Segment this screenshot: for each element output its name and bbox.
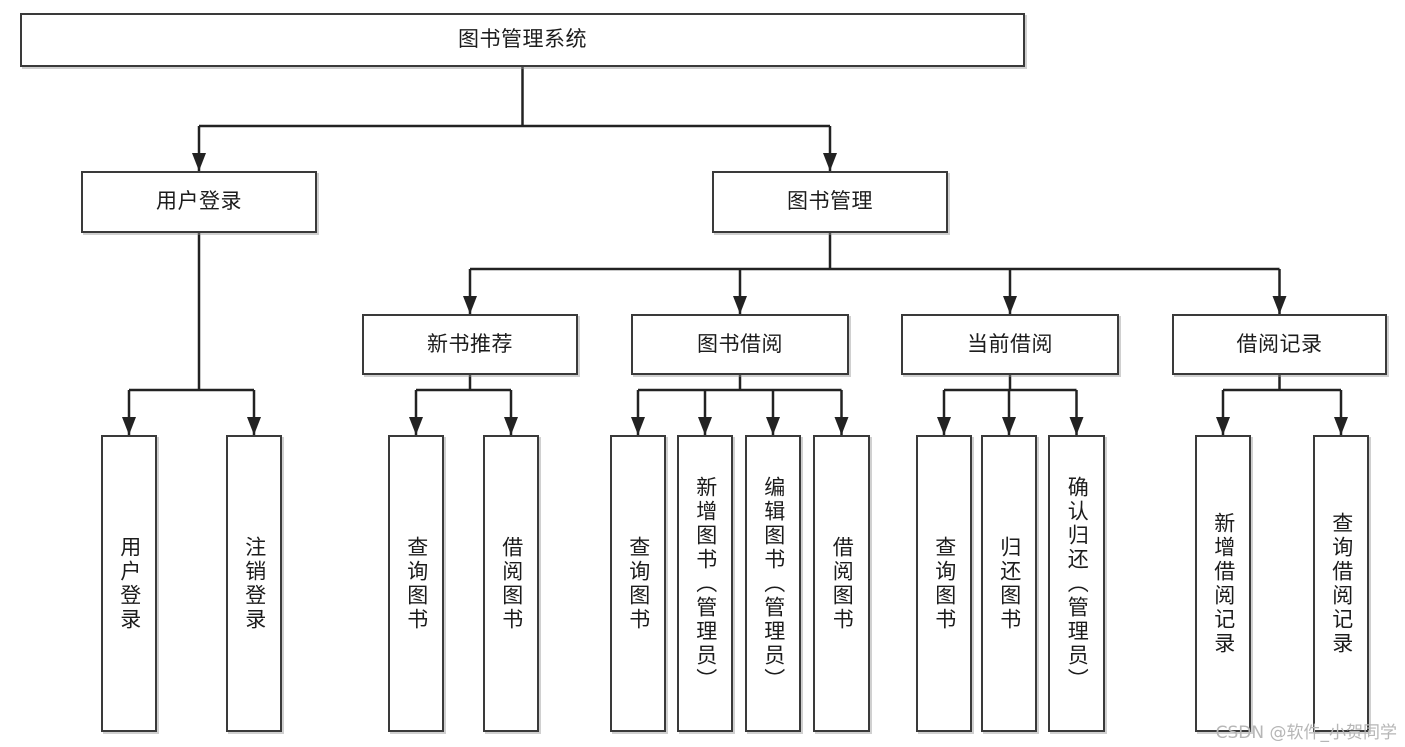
node-l-addbook[interactable]: 新增图书（管理员） <box>677 435 733 732</box>
node-label: 图书管理系统 <box>458 27 587 52</box>
node-label: 图书借阅 <box>697 331 783 356</box>
node-newbook[interactable]: 新书推荐 <box>362 314 578 375</box>
node-label: 确认归还（管理员） <box>1065 475 1090 692</box>
node-l-bbook2[interactable]: 借阅图书 <box>813 435 870 732</box>
node-label: 用户登录 <box>117 535 142 632</box>
node-label: 图书管理 <box>787 189 873 214</box>
node-l-qrec[interactable]: 查询借阅记录 <box>1313 435 1369 732</box>
node-label: 查询图书 <box>932 535 957 632</box>
node-label: 编辑图书（管理员） <box>761 475 786 692</box>
node-l-editbook[interactable]: 编辑图书（管理员） <box>745 435 801 732</box>
node-label: 查询图书 <box>404 535 429 632</box>
node-l-confirm[interactable]: 确认归还（管理员） <box>1048 435 1105 732</box>
node-label: 用户登录 <box>156 189 242 214</box>
node-l-logout[interactable]: 注销登录 <box>226 435 282 732</box>
node-label: 借阅记录 <box>1236 331 1323 356</box>
node-label: 归还图书 <box>997 535 1022 632</box>
node-label: 注销登录 <box>242 535 267 632</box>
node-login[interactable]: 用户登录 <box>81 171 317 233</box>
node-root[interactable]: 图书管理系统 <box>20 13 1025 67</box>
node-l-addrec[interactable]: 新增借阅记录 <box>1195 435 1251 732</box>
node-records[interactable]: 借阅记录 <box>1172 314 1387 375</box>
node-label: 借阅图书 <box>830 535 855 632</box>
node-label: 借阅图书 <box>499 535 524 632</box>
node-label: 新增借阅记录 <box>1211 511 1236 656</box>
node-label: 新增图书（管理员） <box>693 475 718 692</box>
watermark: CSDN @软件_小贺同学 <box>1215 723 1397 743</box>
node-l-qbook2[interactable]: 查询图书 <box>610 435 666 732</box>
node-l-return[interactable]: 归还图书 <box>981 435 1037 732</box>
node-bookmgmt[interactable]: 图书管理 <box>712 171 948 233</box>
node-label: 查询借阅记录 <box>1329 511 1354 656</box>
node-l-bbook1[interactable]: 借阅图书 <box>483 435 539 732</box>
node-label: 当前借阅 <box>967 331 1053 356</box>
node-label: 查询图书 <box>626 535 651 632</box>
node-l-qbook1[interactable]: 查询图书 <box>388 435 444 732</box>
node-l-login[interactable]: 用户登录 <box>101 435 157 732</box>
node-label: 新书推荐 <box>427 331 513 356</box>
node-l-qbook3[interactable]: 查询图书 <box>916 435 972 732</box>
node-borrow[interactable]: 图书借阅 <box>631 314 849 375</box>
node-current[interactable]: 当前借阅 <box>901 314 1119 375</box>
